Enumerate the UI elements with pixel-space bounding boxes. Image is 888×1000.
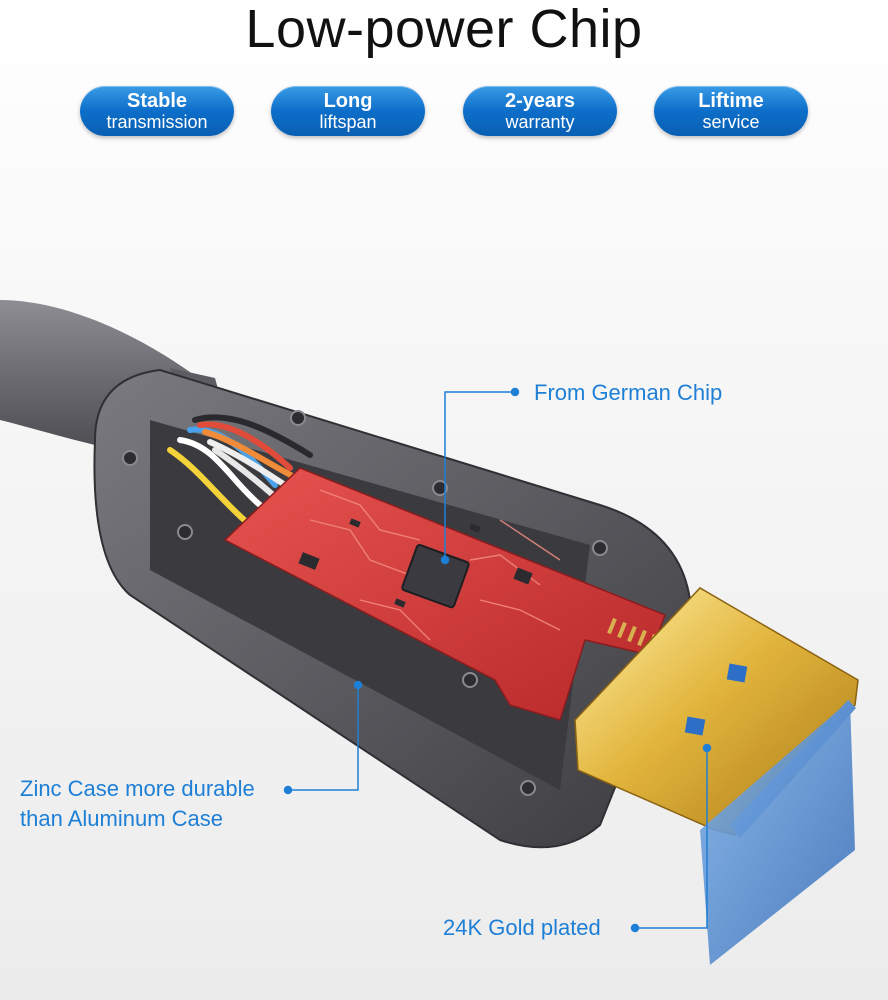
badge-stable-transmission: Stable transmission	[80, 86, 234, 136]
page-title: Low-power Chip	[245, 0, 643, 59]
badge-title: Liftime	[698, 90, 764, 112]
plug-hole-icon	[684, 716, 706, 736]
badge-title: Long	[323, 90, 373, 112]
pcb-components	[298, 518, 533, 608]
callout-zinc-case-line2: than Aluminum Case	[20, 806, 223, 831]
badge-lifetime-service: Liftime service	[654, 86, 808, 136]
badge-warranty: 2-years warranty	[463, 86, 617, 136]
badge-long-lifespan: Long liftspan	[271, 86, 425, 136]
callout-lines	[283, 387, 712, 933]
badge-title: Stable	[126, 90, 188, 112]
callout-german-chip: From German Chip	[534, 380, 723, 405]
badge-title: 2-years	[504, 90, 576, 112]
plug-hole-icon	[726, 663, 748, 683]
feature-badges: Stable transmission Long liftspan 2-year…	[0, 86, 888, 138]
plug-side-face	[700, 700, 855, 965]
badge-subtitle: transmission	[106, 112, 208, 132]
screw-holes	[122, 410, 608, 796]
callout-zinc-case-line1: Zinc Case more durable	[20, 776, 255, 801]
chip-icon	[401, 544, 470, 609]
badge-subtitle: liftspan	[319, 112, 377, 132]
badge-subtitle: service	[702, 112, 760, 132]
badge-subtitle: warranty	[505, 112, 575, 132]
callout-gold-plated: 24K Gold plated	[443, 915, 601, 940]
